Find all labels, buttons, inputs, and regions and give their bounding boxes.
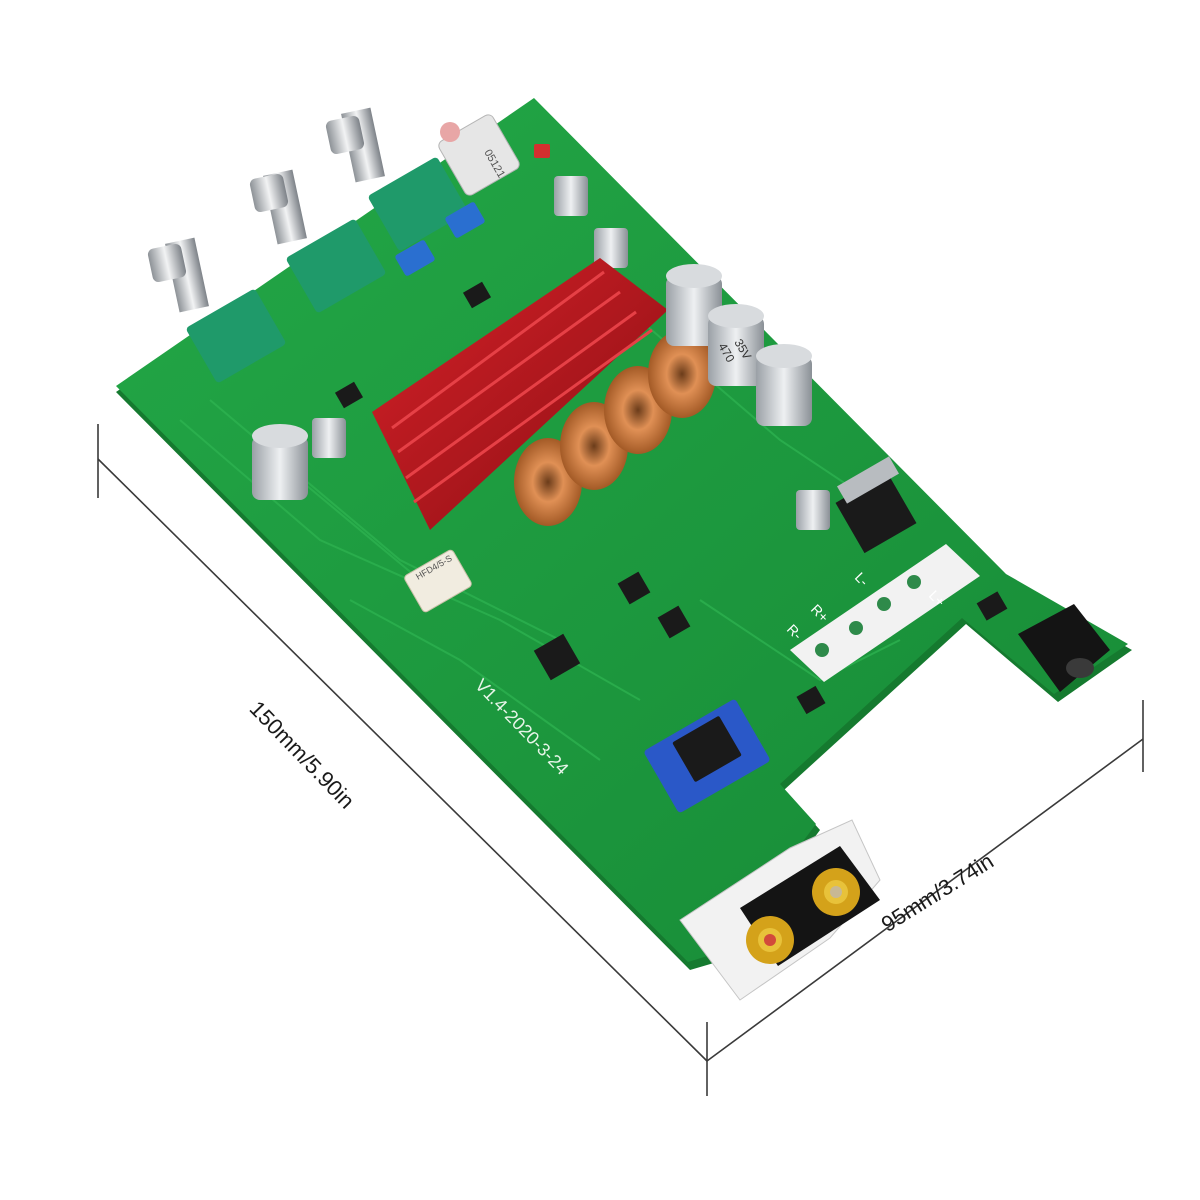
input-connector: 05121 [438,114,520,196]
ic-chips [334,281,1008,715]
inductor-coils [514,330,716,526]
led [534,144,550,158]
rca-jacks [679,819,881,1001]
heatsink [372,258,668,530]
voltage-regulator [835,456,917,554]
film-capacitors [395,202,485,276]
bluetooth-module [644,699,770,813]
potentiometer-2 [249,169,386,313]
large-capacitors: 470 35V [252,264,812,500]
dimension-lines [97,424,1144,1096]
small-capacitors [312,176,830,530]
dc-jack [1018,604,1110,692]
potentiometer-3 [325,107,468,251]
potentiometer-1 [147,237,286,383]
output-terminal: R+ R- L- L+ [784,544,980,682]
